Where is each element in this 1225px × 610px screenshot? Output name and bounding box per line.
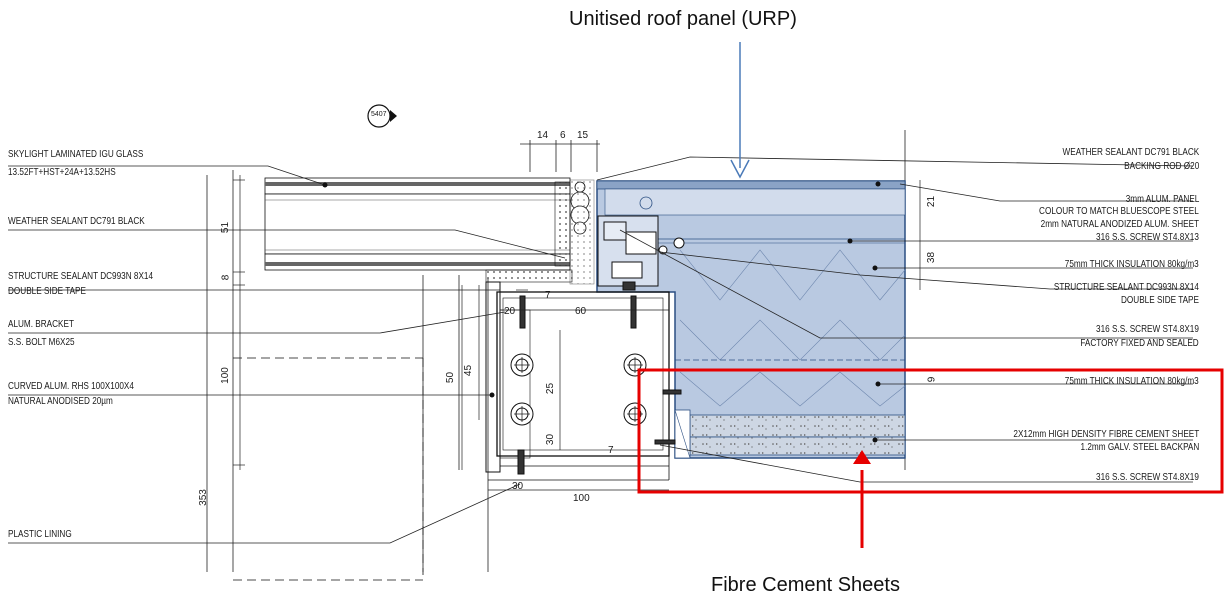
dim-60: 60 <box>575 306 587 317</box>
label-fibre-cement-1: 2X12mm HIGH DENSITY FIBRE CEMENT SHEET <box>1013 428 1199 440</box>
label-screw-3: 316 S.S. SCREW ST4.8X19 <box>1096 471 1199 483</box>
label-plastic-lining: PLASTIC LINING <box>8 528 72 540</box>
dim-14: 14 <box>537 130 549 141</box>
dim-30-v: 30 <box>545 433 557 446</box>
label-panel-2: COLOUR TO MATCH BLUESCOPE STEEL <box>1039 205 1199 217</box>
label-skylight-1: SKYLIGHT LAMINATED IGU GLASS <box>8 148 144 160</box>
urp-panel <box>596 180 906 459</box>
label-panel-1: 3mm ALUM. PANEL <box>1125 193 1199 205</box>
label-weather-right-1: WEATHER SEALANT DC791 BLACK <box>1062 146 1199 158</box>
label-fibre-cement-2: 1.2mm GALV. STEEL BACKPAN <box>1080 441 1199 453</box>
dim-30-h: 30 <box>512 481 524 492</box>
dim-100-h: 100 <box>573 493 590 504</box>
bolts <box>510 353 647 426</box>
igu-glass <box>264 177 573 283</box>
urp-title: Unitised roof panel (URP) <box>569 8 797 30</box>
dim-15: 15 <box>577 130 589 141</box>
label-bracket-2: S.S. BOLT M6X25 <box>8 336 75 348</box>
label-skylight-2: 13.52FT+HST+24A+13.52HS <box>8 166 116 178</box>
section-marker-number: 5407 <box>371 111 387 118</box>
dim-25: 25 <box>545 382 557 395</box>
label-weather-sealant-left: WEATHER SEALANT DC791 BLACK <box>8 215 145 227</box>
dim-38: 38 <box>926 251 938 264</box>
dim-20: 20 <box>504 306 516 317</box>
frame-profile <box>597 215 659 287</box>
label-screw-1: 316 S.S. SCREW ST4.8X19 <box>1096 323 1199 335</box>
label-bracket-1: ALUM. BRACKET <box>8 318 74 330</box>
label-insulation-2: 75mm THICK INSULATION 80kg/m3 <box>1065 375 1199 387</box>
dim-50: 50 <box>445 371 457 384</box>
label-screw-2: FACTORY FIXED AND SEALED <box>1080 337 1199 349</box>
dim-6: 6 <box>560 130 566 141</box>
fibre-title: Fibre Cement Sheets <box>711 574 900 596</box>
label-weather-right-2: BACKING ROD Ø20 <box>1123 160 1199 172</box>
right-leaders <box>596 156 1194 483</box>
label-insulation-1: 75mm THICK INSULATION 80kg/m3 <box>1065 258 1199 270</box>
dim-100-v: 100 <box>219 367 231 384</box>
dim-8: 8 <box>220 274 232 281</box>
label-structure-sealant-left-2: DOUBLE SIDE TAPE <box>8 285 86 297</box>
fibre-arrow <box>853 450 871 548</box>
urp-arrow <box>730 42 750 179</box>
dim-7-bottom: 7 <box>608 445 614 456</box>
left-leaders <box>8 165 566 544</box>
label-panel-4: 316 S.S. SCREW ST4.8X13 <box>1096 231 1199 243</box>
label-structure-right-1: STRUCTURE SEALANT DC993N 8X14 <box>1053 281 1199 293</box>
label-structure-sealant-left-1: STRUCTURE SEALANT DC993N 8X14 <box>8 270 154 282</box>
label-rhs-1: CURVED ALUM. RHS 100X100X4 <box>8 380 134 392</box>
dim-51: 51 <box>220 221 232 234</box>
dim-45: 45 <box>463 364 475 377</box>
leader-dots <box>847 181 881 443</box>
dim-21: 21 <box>926 195 938 208</box>
dim-9: 9 <box>926 376 938 383</box>
fibre-highlight-box <box>637 368 1224 494</box>
label-structure-right-2: DOUBLE SIDE TAPE <box>1121 294 1199 306</box>
dashed-outlines <box>233 357 424 581</box>
dim-7-top: 7 <box>545 290 551 301</box>
dim-353: 353 <box>197 489 209 506</box>
section-marker <box>367 104 397 128</box>
label-rhs-2: NATURAL ANODISED 20µm <box>8 395 113 407</box>
label-panel-3: 2mm NATURAL ANODIZED ALUM. SHEET <box>1040 218 1199 230</box>
